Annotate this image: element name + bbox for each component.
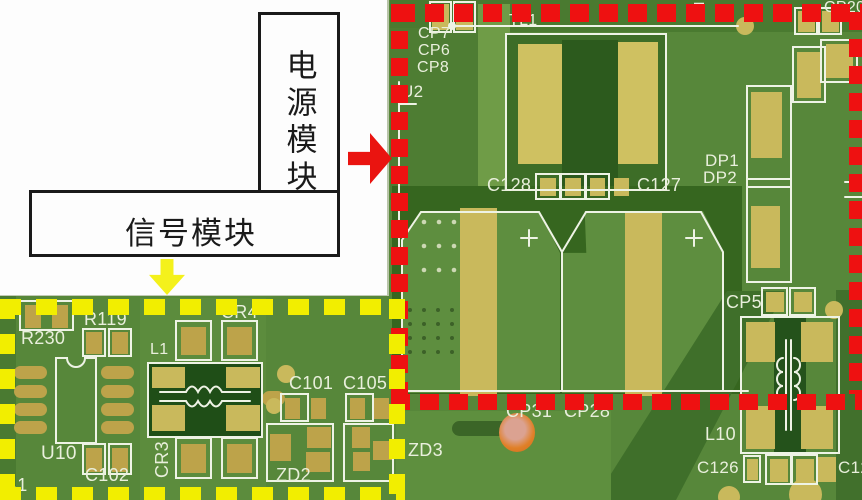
zd3-pad <box>353 452 370 471</box>
trace-segment <box>452 421 514 436</box>
c101-pad <box>285 398 300 419</box>
u10-pin <box>101 366 134 379</box>
silkscreen-label-r230: R230 <box>21 328 66 348</box>
cr4-pad <box>181 327 206 355</box>
power-region-outline-right <box>849 12 862 394</box>
u10-pin <box>14 385 47 398</box>
zd2-pad <box>307 427 331 448</box>
tl1-gap <box>562 40 618 190</box>
l10-pad <box>801 322 833 362</box>
pcb-light-band <box>478 4 510 196</box>
silkscreen-label-zd2: ZD2 <box>276 465 311 485</box>
c128-pad <box>565 178 581 196</box>
c105-pad <box>374 398 389 419</box>
cp20-pad <box>797 52 821 98</box>
zd2-pad <box>270 434 291 461</box>
via <box>277 365 295 383</box>
signal-region-outline-right <box>389 299 405 500</box>
silkscreen-label-zd3: ZD3 <box>408 440 443 460</box>
silkscreen-label-c105: C105 <box>343 373 388 393</box>
c12-pad <box>817 457 836 482</box>
c128-pad <box>540 178 556 196</box>
via <box>266 398 282 414</box>
u10-pin <box>101 385 134 398</box>
silkscreen-label-cp6: CP6 <box>418 42 451 59</box>
u10-pin <box>101 421 134 434</box>
silkscreen-label-c127: C127 <box>637 175 682 195</box>
silkscreen-label-cp5: CP5 <box>726 292 762 312</box>
cr3-pad <box>181 444 206 473</box>
c126-pad <box>747 459 758 480</box>
cp5-pad <box>794 292 812 312</box>
power-module-label: 电源模块 <box>281 49 317 197</box>
signal-module-label: 信号模块 <box>125 216 257 251</box>
via <box>825 301 843 319</box>
cr4-pad <box>227 327 252 355</box>
silkscreen-label-cp7: CP7 <box>418 25 451 42</box>
u10-pin <box>14 403 47 416</box>
silkscreen-label-dp2: DP2 <box>703 168 737 187</box>
via <box>718 486 740 500</box>
c127-pad <box>614 178 629 196</box>
l10-pad <box>746 406 775 449</box>
l10-pad <box>746 322 775 362</box>
tl1-pad-right <box>618 42 658 164</box>
tl1-pad-left <box>518 44 562 164</box>
l1-pad <box>226 405 260 431</box>
signal-region-outline-left <box>0 299 15 500</box>
u10-pin <box>14 366 47 379</box>
l1-pad <box>152 367 185 388</box>
r119-pad <box>112 332 128 354</box>
l1-pad <box>152 405 185 431</box>
dp-pad-top <box>751 92 782 158</box>
zd3-pad <box>352 427 370 448</box>
silkscreen-label-dp1: DP1 <box>705 151 739 170</box>
silkscreen-label-cr3: CR3 <box>152 441 172 478</box>
annotation-panel: 电源模块 信号模块 <box>0 0 389 296</box>
silkscreen-label-c102: C102 <box>85 465 130 485</box>
silkscreen-label-l10: L10 <box>705 424 736 444</box>
c101-pad <box>311 398 326 419</box>
silkscreen-label-c128: C128 <box>487 175 532 195</box>
cap-left-pad <box>460 208 497 396</box>
c126-pad <box>770 459 788 482</box>
u10-pin <box>14 421 47 434</box>
power-region-outline-bottom <box>391 394 862 410</box>
l1-pad <box>226 367 260 388</box>
signal-region-outline-top <box>0 299 405 315</box>
power-region-outline-top <box>396 4 862 22</box>
silkscreen-label-l1: L1 <box>150 341 169 358</box>
silkscreen-label-u10: U10 <box>41 443 77 464</box>
signal-module-box: 信号模块 <box>29 190 340 257</box>
cr3-pad <box>227 444 252 473</box>
signal-region-outline-bottom <box>0 487 405 500</box>
l10-pad <box>801 406 833 449</box>
silkscreen-label-c12: C12 <box>838 458 862 477</box>
silkscreen-label-c101: C101 <box>289 373 334 393</box>
r119-pad <box>86 332 102 354</box>
cp5-pad <box>766 292 784 312</box>
u10-pin <box>101 403 134 416</box>
silkscreen-label-cp8: CP8 <box>417 59 450 76</box>
dp-pad-bottom <box>751 206 780 268</box>
solder-blob <box>499 413 535 452</box>
c105-pad <box>350 398 365 419</box>
silkscreen-label-c126: C126 <box>697 458 739 477</box>
cap-right-pad <box>625 211 662 396</box>
c128-pad <box>590 178 605 196</box>
